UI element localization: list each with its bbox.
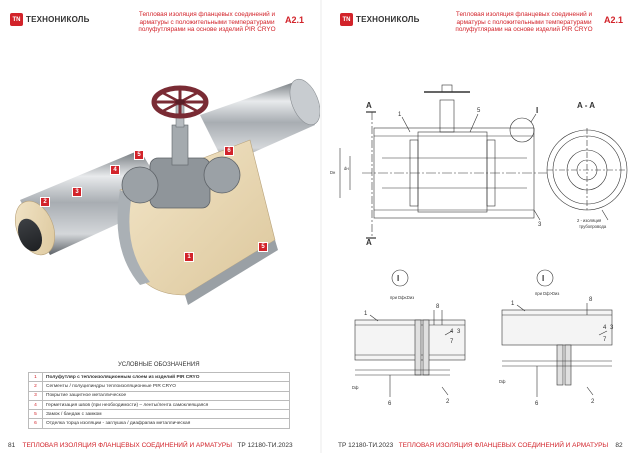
footer-section: ТЕПЛОВАЯ ИЗОЛЯЦИЯ ФЛАНЦЕВЫХ СОЕДИНЕНИЙ И… <box>22 442 232 449</box>
page-title: Тепловая изоляция фланцевых соединений и… <box>138 11 276 34</box>
page-gutter <box>319 0 323 453</box>
legend-row: 5 Замок / бандаж с замком <box>28 409 290 420</box>
drawing-label-1: 1 <box>398 112 402 118</box>
drawing-label-5: 5 <box>477 108 481 114</box>
detail-mark: I <box>536 106 538 115</box>
technical-drawing: A A 1 5 3 I Dн dн A - A 2 - изоляция тру… <box>330 84 628 245</box>
detail2-label-2: 2 <box>591 399 595 405</box>
handwheel-icon <box>151 85 209 119</box>
detail1-label-6: 6 <box>388 401 392 407</box>
left-page: TN ТЕХНОНИКОЛЬ Тепловая изоляция фланцев… <box>0 0 320 453</box>
pipe-note-line2: трубопровода <box>579 224 607 229</box>
page-code: A2.1 <box>285 15 305 25</box>
right-footer: ТР 12180-ТИ.2023 ТЕПЛОВАЯ ИЗОЛЯЦИЯ ФЛАНЦ… <box>338 442 623 449</box>
brand-name: ТЕХНОНИКОЛЬ <box>26 15 90 24</box>
section-title: A - A <box>577 101 595 110</box>
right-insulated-pipe <box>200 78 320 165</box>
drawing-label-3: 3 <box>538 222 542 228</box>
detail2-condition: при Dф>Dиз <box>535 291 559 296</box>
detail2-dim: Dф <box>499 379 506 384</box>
pipe-valve-illustration <box>14 78 320 305</box>
detail2-label-6: 6 <box>535 401 539 407</box>
detail2-mark: I <box>542 274 544 283</box>
detail1-label-3: 3 <box>457 329 461 335</box>
right-page: TN ТЕХНОНИКОЛЬ Тепловая изоляция фланцев… <box>322 0 644 453</box>
brand-logo-icon: TN <box>340 13 353 26</box>
footer-section: ТЕПЛОВАЯ ИЗОЛЯЦИЯ ФЛАНЦЕВЫХ СОЕДИНЕНИЙ И… <box>398 442 609 449</box>
footer-doc-code: ТР 12180-ТИ.2023 <box>338 442 394 449</box>
detail2-label-4: 4 <box>603 325 607 331</box>
legend-row: 4 Герметизация швов (при необходимости) … <box>28 399 290 411</box>
detail-drawing-2: I при Dф>Dиз 1 8 4 3 7 6 2 Dф <box>499 269 614 407</box>
page-number: 81 <box>8 442 16 449</box>
legend-row: 2 Сегменты / полуцилиндры теплоизоляцион… <box>28 381 290 392</box>
callout-4: 4 <box>110 165 120 175</box>
label-dn: Dн <box>330 170 336 175</box>
left-footer: 81 ТЕПЛОВАЯ ИЗОЛЯЦИЯ ФЛАНЦЕВЫХ СОЕДИНЕНИ… <box>8 442 293 449</box>
detail1-condition: при Dф≤Dиз <box>390 295 414 300</box>
section-mark-top: A <box>366 101 372 110</box>
brand-logo: TN ТЕХНОНИКОЛЬ <box>340 13 420 26</box>
section-mark-bottom: A <box>366 238 372 245</box>
legend-table: 1 Полуфутляр с теплоизоляционным слоем и… <box>28 371 290 429</box>
detail1-label-7: 7 <box>450 339 454 345</box>
page-code: A2.1 <box>604 15 624 25</box>
pipe-note-line1: 2 - изоляция <box>577 218 601 223</box>
page-title: Тепловая изоляция фланцевых соединений и… <box>455 11 593 34</box>
detail1-label-2: 2 <box>446 399 450 405</box>
detail1-label-8: 8 <box>436 304 440 310</box>
detail1-dim: Dф <box>352 385 359 390</box>
legend-row: 3 Покрытие защитное металлическое <box>28 390 290 401</box>
footer-doc-code: ТР 12180-ТИ.2023 <box>237 442 293 449</box>
section-view <box>546 128 628 221</box>
legend-row: 1 Полуфутляр с теплоизоляционным слоем и… <box>28 371 290 383</box>
detail2-label-3: 3 <box>610 325 614 331</box>
detail1-label-4: 4 <box>450 329 454 335</box>
callout-2: 2 <box>40 197 50 207</box>
label-di: dн <box>344 166 349 171</box>
callout-5: 5 <box>134 150 144 160</box>
detail2-label-8: 8 <box>589 297 593 303</box>
callout-5b: 5 <box>258 242 268 252</box>
callout-1: 1 <box>184 252 194 262</box>
detail-drawing-1: I при Dф≤Dиз 1 8 4 3 7 6 2 Dф <box>352 269 466 407</box>
page-number: 82 <box>615 442 623 449</box>
detail1-label-1: 1 <box>364 311 368 317</box>
legend-row: 6 Отделка торца изоляции - заглушка / ди… <box>28 418 290 429</box>
legend-title: УСЛОВНЫЕ ОБОЗНАЧЕНИЯ <box>118 362 200 368</box>
callout-6: 6 <box>224 146 234 156</box>
detail1-mark: I <box>397 274 399 283</box>
valve-body <box>121 104 241 209</box>
detail2-label-1: 1 <box>511 301 515 307</box>
detail2-label-7: 7 <box>603 337 607 343</box>
callout-3: 3 <box>72 187 82 197</box>
brand-name: ТЕХНОНИКОЛЬ <box>356 15 420 24</box>
brand-logo: TN ТЕХНОНИКОЛЬ <box>10 13 90 26</box>
brand-logo-icon: TN <box>10 13 23 26</box>
